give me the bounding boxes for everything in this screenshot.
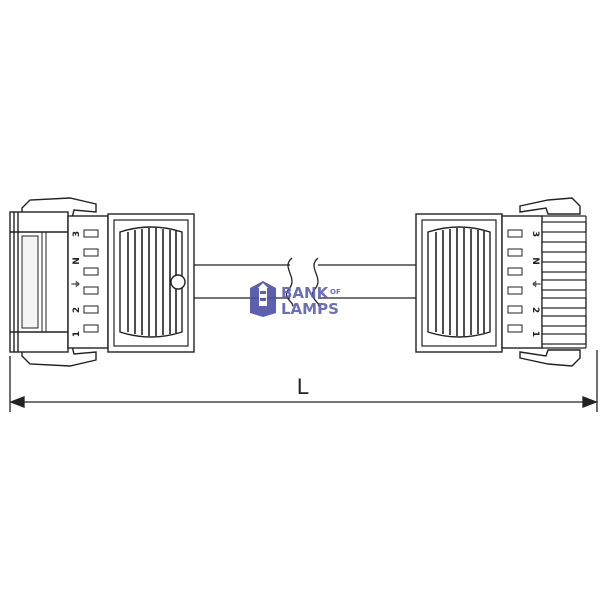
logo-line1: BANK <box>281 284 330 302</box>
left-pin-label: 2 <box>72 307 82 313</box>
logo-line2: LAMPS <box>281 300 339 318</box>
right-pin-slots <box>507 229 523 333</box>
dimension-arrow-right <box>582 396 598 408</box>
left-release-button <box>170 274 186 290</box>
right-pin-labels: 3 N ⏚ 2 1 <box>530 231 541 337</box>
left-pin-labels: 3 N ⏚ 2 1 <box>71 231 82 337</box>
right-latch-top <box>519 197 581 215</box>
left-pin-label: ⏚ <box>71 279 82 288</box>
left-connector <box>9 197 195 367</box>
right-grip-ribs <box>435 228 485 336</box>
cable-break-left <box>285 257 294 307</box>
right-pin-label: ⏚ <box>530 279 541 288</box>
left-pin-label: N <box>72 257 82 265</box>
dimension-label: L <box>297 374 309 399</box>
cable <box>194 257 416 307</box>
dimension-arrow-left <box>9 396 25 408</box>
right-pin-label: N <box>530 257 540 265</box>
lighthouse-icon <box>250 281 276 317</box>
dimension-line <box>9 350 598 412</box>
left-pin-label: 3 <box>72 231 82 237</box>
right-connector <box>415 197 587 367</box>
right-pin-label: 2 <box>530 307 540 313</box>
left-pin-slots <box>83 229 99 333</box>
right-latch-bottom <box>519 349 581 367</box>
cable-break-right <box>311 257 320 307</box>
left-socket-housing <box>9 211 69 353</box>
right-pin-label: 1 <box>530 331 540 337</box>
left-grip-ribs <box>127 228 177 336</box>
bank-of-lamps-logo: BANK OF LAMPS <box>250 281 341 318</box>
left-pin-label: 1 <box>72 331 82 337</box>
right-plug-prongs <box>541 215 587 349</box>
right-grip-panel <box>427 226 491 338</box>
right-pin-label: 3 <box>530 231 540 237</box>
logo-line1-small: OF <box>330 288 341 296</box>
